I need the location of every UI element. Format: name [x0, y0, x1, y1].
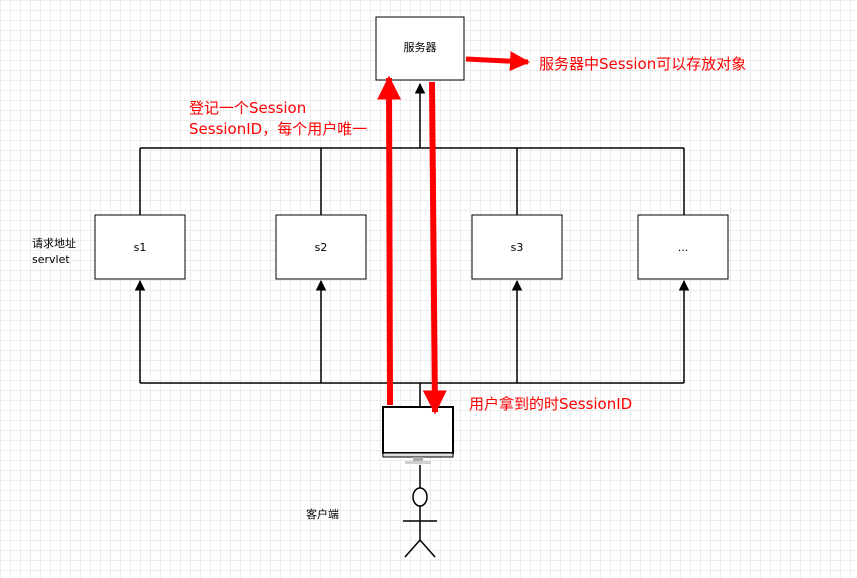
top-bus	[139, 82, 685, 215]
sessionid-unique-note: SessionID，每个用户唯一	[189, 120, 367, 138]
servlet-label-s1: s1	[134, 241, 147, 254]
client-label: 客户端	[306, 507, 339, 521]
servlet-label-more: ...	[678, 241, 689, 254]
request-address-label: 请求地址	[32, 236, 76, 250]
servlet-node-s1: s1	[94, 214, 186, 280]
servlet-node-s2: s2	[275, 214, 367, 280]
server-node: 服务器	[375, 16, 465, 81]
register-session-arrow	[377, 75, 402, 406]
register-session-note: 登记一个Session	[189, 99, 306, 117]
computer-icon	[382, 406, 454, 464]
server-store-arrow	[465, 51, 530, 72]
server-label: 服务器	[404, 41, 437, 54]
servlet-label-s2: s2	[315, 241, 328, 254]
return-sessionid-arrow	[422, 81, 447, 415]
servlet-label-s3: s3	[511, 241, 524, 254]
servlet-node-s3: s3	[471, 214, 563, 280]
bottom-bus	[134, 279, 690, 407]
user-icon	[403, 487, 437, 558]
server-store-note: 服务器中Session可以存放对象	[539, 55, 746, 73]
user-receives-note: 用户拿到的时SessionID	[469, 395, 632, 413]
servlet-side-label: servlet	[32, 253, 70, 266]
servlet-node-more: ...	[637, 214, 729, 280]
